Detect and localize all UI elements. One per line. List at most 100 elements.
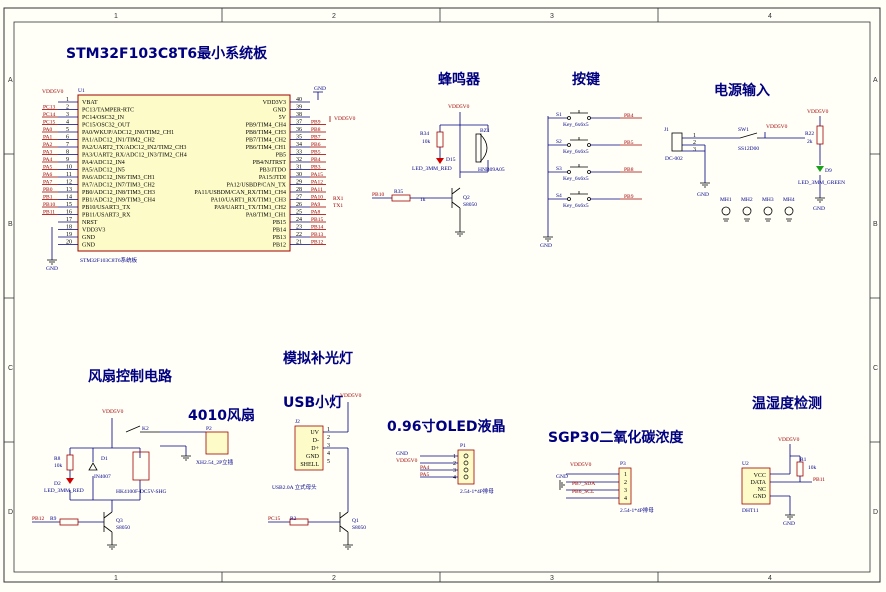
fan-transistor-icon: [103, 511, 113, 545]
mcu-gnd-symbol: [47, 259, 57, 265]
mounting-hole-icon: [784, 206, 794, 216]
power-jack-pin1: 1: [693, 133, 696, 139]
mcu-net-label: PA15: [311, 172, 323, 178]
usb-pin-number: 1: [327, 427, 330, 433]
oled-net-label: PA5: [420, 472, 430, 478]
mcu-net-label: PB0: [43, 187, 53, 193]
co2-pin-number: 3: [624, 488, 627, 494]
th-r-ref: R1: [800, 457, 807, 463]
buzzer-transistor-icon: [451, 187, 461, 232]
fan-relay-ref: K2: [142, 426, 149, 432]
frame-row-label: D: [873, 509, 878, 516]
buzzer-base-resistor: [391, 194, 411, 202]
mcu-pin-name: PB11/USART3_RX: [82, 213, 131, 219]
power-led-ref: D9: [825, 168, 832, 174]
usb-lamp-title: USB小灯: [283, 394, 343, 411]
mcu-ref: U1: [78, 88, 85, 94]
power-switch-part: SS12D00: [738, 146, 759, 152]
buzzer-q-part: S8050: [463, 202, 477, 208]
mcu-net-label: PA10: [311, 195, 323, 201]
mcu-pin-name: PB1/ADC12_IN9/TIM3_CH4: [82, 198, 155, 204]
mcu-net-label: PA12: [311, 180, 323, 186]
mcu-pin-name: PB6/TIM4_CH1: [246, 145, 286, 151]
oled-connector: [457, 449, 475, 485]
usb-pin-name: GND: [306, 454, 320, 460]
mcu-pin-number: 22: [296, 232, 302, 238]
mcu-pin-number: 30: [296, 172, 302, 178]
mcu-tx-label: TX1: [333, 203, 343, 209]
mcu-pin-number: 27: [296, 195, 302, 201]
th-pin-name: GND: [753, 494, 767, 500]
fan-connector-ref: P2: [206, 426, 212, 432]
mcu-pin-number: 36: [296, 127, 302, 133]
usb-pin-number: 4: [327, 451, 330, 457]
mcu-net-label: PC14: [43, 112, 55, 118]
mcu-pin-number: 29: [296, 180, 302, 186]
buzzer-r-ref: R34: [420, 131, 429, 137]
mcu-part: STM32F103C8T6系统板: [80, 256, 138, 264]
mounting-hole-icon: [742, 206, 752, 216]
buzzer-ref: BZ1: [480, 128, 490, 134]
power-led-icon: [816, 166, 824, 172]
oled-pin-icon: [463, 474, 469, 480]
mcu-pin-name: PA12/USBDP/CAN_TX: [227, 183, 287, 189]
fan-d1-ref: D1: [101, 456, 108, 462]
fan-r8-resistor: [66, 454, 74, 471]
mcu-pin-name: PC14/OSC32_IN: [82, 115, 125, 121]
mcu-pin-number: 32: [296, 157, 302, 163]
fan-transistor-gnd-icon: [107, 544, 117, 550]
mcu-net-label: PC15: [43, 120, 55, 126]
fan-relay-coil: [132, 451, 150, 481]
mcu-net-label: PB14: [311, 225, 323, 231]
mcu-net-label: PB13: [311, 232, 323, 238]
fan-base-resistor: [59, 518, 79, 526]
power-switch-icon: [739, 132, 760, 139]
frame-row-label: B: [8, 221, 13, 228]
mcu-pin-name: PA11/USBDM/CAN_RX/TIM1_CH4: [194, 190, 286, 196]
fan-diode-icon: [88, 462, 98, 471]
lamp-usb-ref: J2: [295, 419, 300, 425]
usb-pin-name: D+: [311, 446, 319, 452]
mcu-pin-name: NRST: [82, 220, 98, 226]
mcu-rx-label: RX1: [333, 196, 344, 202]
th-wires: [770, 444, 812, 515]
buzzer-q-ref: Q2: [463, 195, 470, 201]
co2-title: SGP30二氧化碳浓度: [548, 429, 684, 446]
mcu-pin-number: 26: [296, 202, 302, 208]
key-part: Key_6x6x5: [563, 122, 589, 128]
buzzer-title: 蜂鸣器: [438, 71, 481, 88]
fan-net: PB12: [32, 516, 44, 522]
keys-gnd-label: GND: [540, 243, 552, 249]
mcu-pin-name: PB10/USART3_TX: [82, 205, 131, 211]
mcu-pin-number: 18: [66, 225, 72, 231]
mounting-hole-label: MH1: [720, 197, 732, 203]
mcu-net-label: PB1: [43, 195, 53, 201]
mcu-net-label: PB5: [311, 150, 321, 156]
power-led-gnd-icon: [815, 197, 825, 203]
mcu-pin-name: PB5: [276, 153, 286, 159]
buzzer-part: HNB09A05: [478, 167, 505, 173]
key-net-label: PB4: [624, 113, 634, 119]
mcu-pin-number: 11: [66, 172, 72, 178]
power-jack-icon: [671, 132, 683, 152]
fan-d1-part: IN4007: [94, 474, 111, 480]
frame-col-label: 1: [114, 575, 118, 582]
mcu-net-label: PA4: [43, 157, 53, 163]
usb-pin-name: SHELL: [300, 462, 319, 468]
usb-pin-number: 5: [327, 459, 330, 465]
power-gnd-icon: [700, 182, 710, 188]
mcu-net-label: PB3: [311, 165, 321, 171]
mcu-pin-number: 2: [66, 105, 69, 111]
lamp-vcc: VDD5V0: [340, 393, 362, 399]
oled-pin-number: 4: [453, 475, 456, 481]
frame-row-label: A: [873, 77, 878, 84]
mcu-right-gnd: [313, 91, 323, 100]
th-vcc: VDD5V0: [778, 437, 800, 443]
th-sensor: [741, 467, 771, 505]
mcu-pin-number: 13: [66, 187, 72, 193]
oled-ref: P1: [460, 443, 466, 449]
frame-col-label: 1: [114, 13, 118, 20]
mcu-net-label: PA11: [311, 187, 323, 193]
